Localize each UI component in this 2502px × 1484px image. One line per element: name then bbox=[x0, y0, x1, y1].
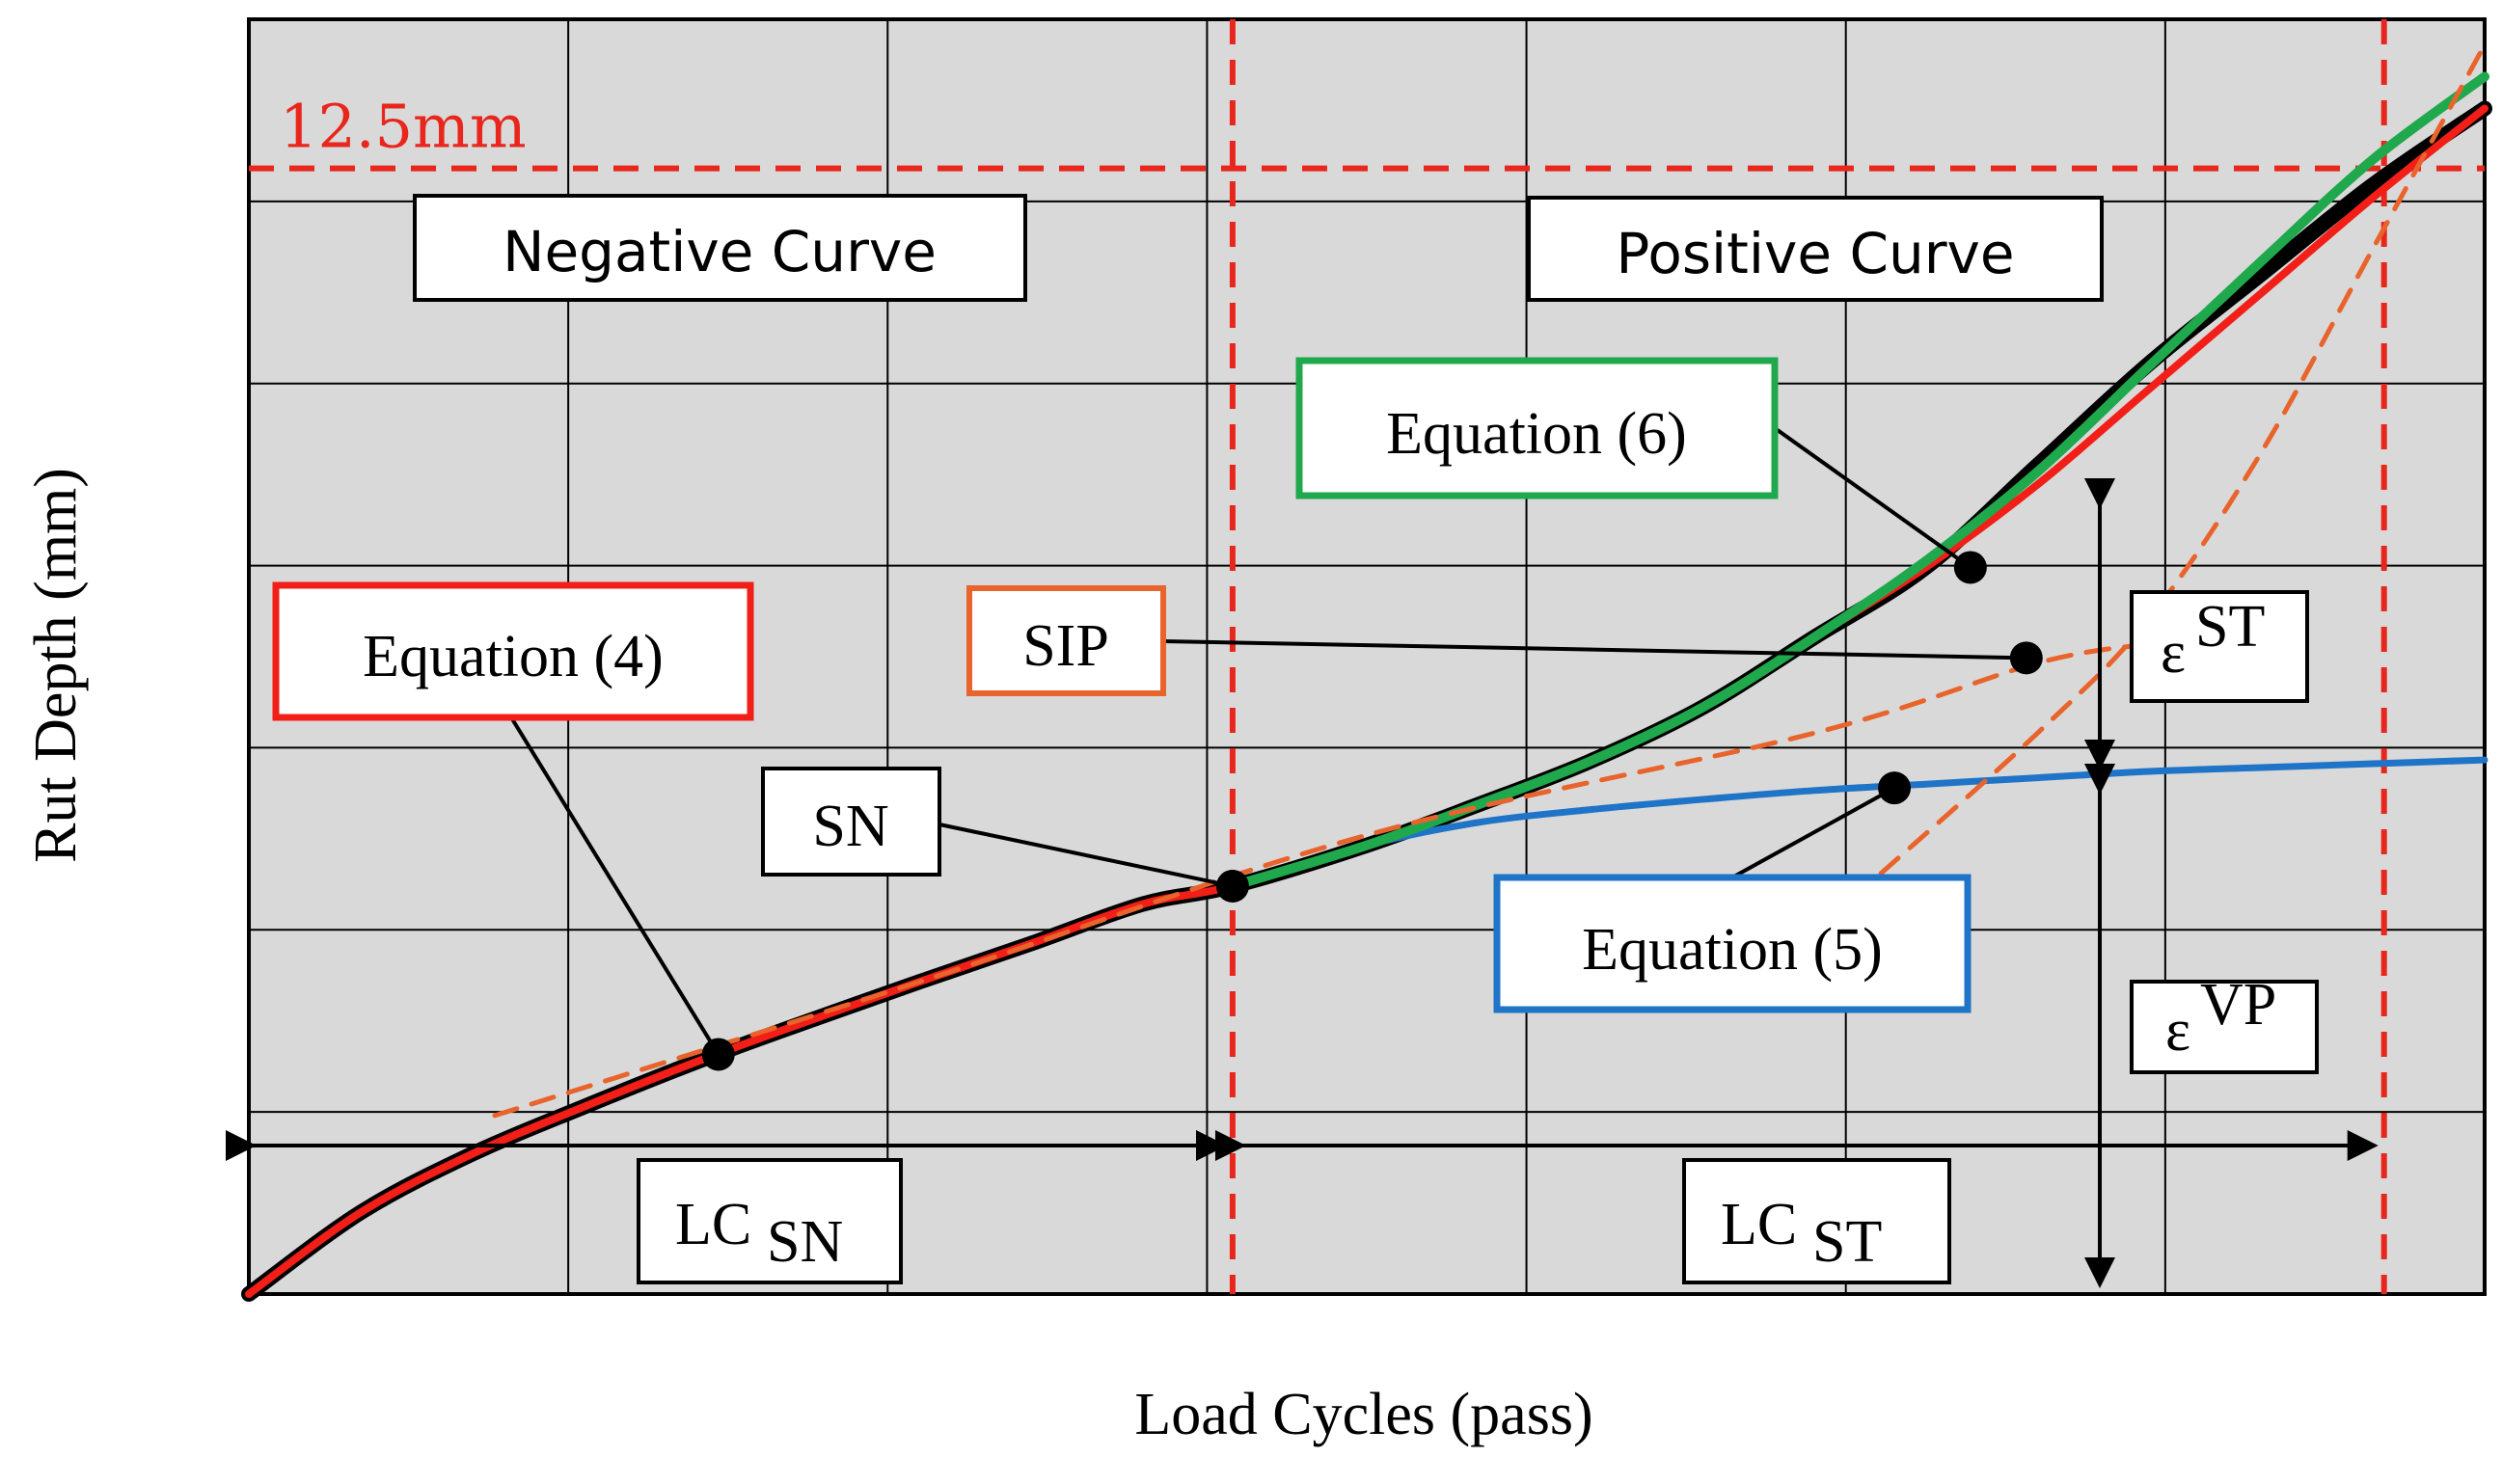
leader-line bbox=[1773, 426, 1972, 570]
leader-line bbox=[509, 715, 721, 1056]
leader-line bbox=[1162, 639, 2026, 661]
sn-box: SN bbox=[761, 767, 941, 877]
points bbox=[701, 551, 2043, 1071]
equation-4-label: Equation (4) bbox=[363, 624, 664, 689]
data-point-4 bbox=[1878, 771, 1912, 805]
sn-label: SN bbox=[812, 794, 888, 859]
leader-line bbox=[938, 823, 1234, 888]
series bbox=[241, 41, 2492, 1302]
equation-5-label: Equation (5) bbox=[1582, 917, 1883, 983]
lc-st-sub: ST bbox=[1812, 1209, 1882, 1275]
x-axis-label: Load Cycles (pass) bbox=[1134, 1382, 1592, 1447]
threshold: 12.5mm bbox=[249, 92, 2485, 172]
equation-4-box: Equation (4) bbox=[272, 581, 754, 721]
series-line-data-5 bbox=[1878, 41, 2488, 877]
lc-st-main: LC bbox=[1721, 1192, 1797, 1257]
y-axis-label: Rut Depth (mm) bbox=[23, 468, 89, 863]
arrows bbox=[226, 478, 2379, 1288]
series-line-equation-5- bbox=[1229, 756, 2488, 890]
leader-line bbox=[1731, 786, 1896, 879]
data-point-3 bbox=[2009, 641, 2043, 675]
equation-5-box: Equation (5) bbox=[1493, 874, 1972, 1013]
epsilon-st-main: ε bbox=[2161, 620, 2186, 686]
negative-curve-label: Negative Curve bbox=[503, 219, 937, 284]
leader-lines bbox=[509, 426, 2026, 1056]
data-point-1 bbox=[701, 1038, 735, 1071]
equation-6-label: Equation (6) bbox=[1386, 401, 1687, 467]
lc-sn-main: LC bbox=[675, 1192, 751, 1257]
epsilon-vp-box: ε VP bbox=[2130, 972, 2319, 1074]
sip-label: SIP bbox=[1022, 613, 1109, 679]
lc-st-box: LC ST bbox=[1682, 1158, 1951, 1284]
equation-6-box: Equation (6) bbox=[1295, 357, 1779, 499]
epsilon-st-box: ε ST bbox=[2130, 590, 2309, 703]
positive-curve-label: Positive Curve bbox=[1616, 221, 2014, 286]
positive-curve-box: Positive Curve bbox=[1527, 196, 2104, 302]
series-line-data-4 bbox=[492, 641, 2152, 1119]
lc-sn-sub: SN bbox=[767, 1209, 843, 1275]
sip-box: SIP bbox=[966, 585, 1166, 696]
epsilon-vp-main: ε bbox=[2165, 998, 2190, 1064]
threshold-label: 12.5mm bbox=[280, 92, 527, 162]
data-point-0 bbox=[1215, 869, 1249, 903]
data-point-2 bbox=[1953, 551, 1987, 584]
epsilon-st-sup: ST bbox=[2195, 594, 2265, 660]
lc-sn-box: LC SN bbox=[637, 1158, 903, 1284]
epsilon-vp-sup: VP bbox=[2200, 972, 2276, 1038]
negative-curve-box: Negative Curve bbox=[413, 194, 1027, 302]
